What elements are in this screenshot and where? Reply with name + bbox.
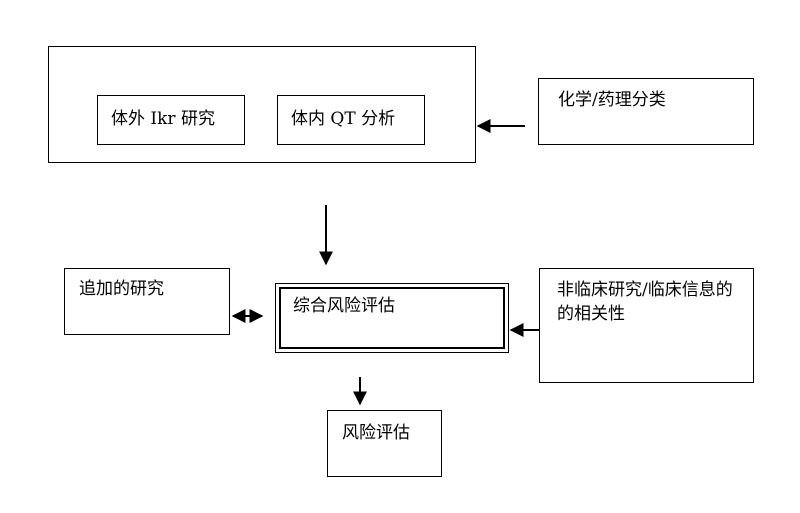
integrated-risk-assessment-box: 综合风险评估 [275,283,509,353]
integrated-risk-assessment-inner-border [279,287,505,349]
in-vitro-ikr-box: 体外 Ikr 研究 [97,95,245,145]
risk-assessment-label: 风险评估 [342,423,410,443]
chem-pharm-class-box: 化学/药理分类 [538,78,754,145]
in-vitro-ikr-label: 体外 Ikr 研究 [111,109,215,129]
integrated-risk-assessment-label: 综合风险评估 [293,296,395,316]
in-vivo-qt-label: 体内 QT 分析 [291,109,396,129]
in-vivo-qt-box: 体内 QT 分析 [277,95,425,145]
nonclinical-clinical-relevance-box: 非临床研究/临床信息的的相关性 [539,268,754,383]
additional-studies-label: 追加的研究 [79,279,164,299]
risk-assessment-box: 风险评估 [327,410,442,477]
nonclinical-clinical-relevance-label: 非临床研究/临床信息的的相关性 [557,280,733,324]
chem-pharm-class-label: 化学/药理分类 [558,90,666,110]
additional-studies-box: 追加的研究 [64,268,230,335]
